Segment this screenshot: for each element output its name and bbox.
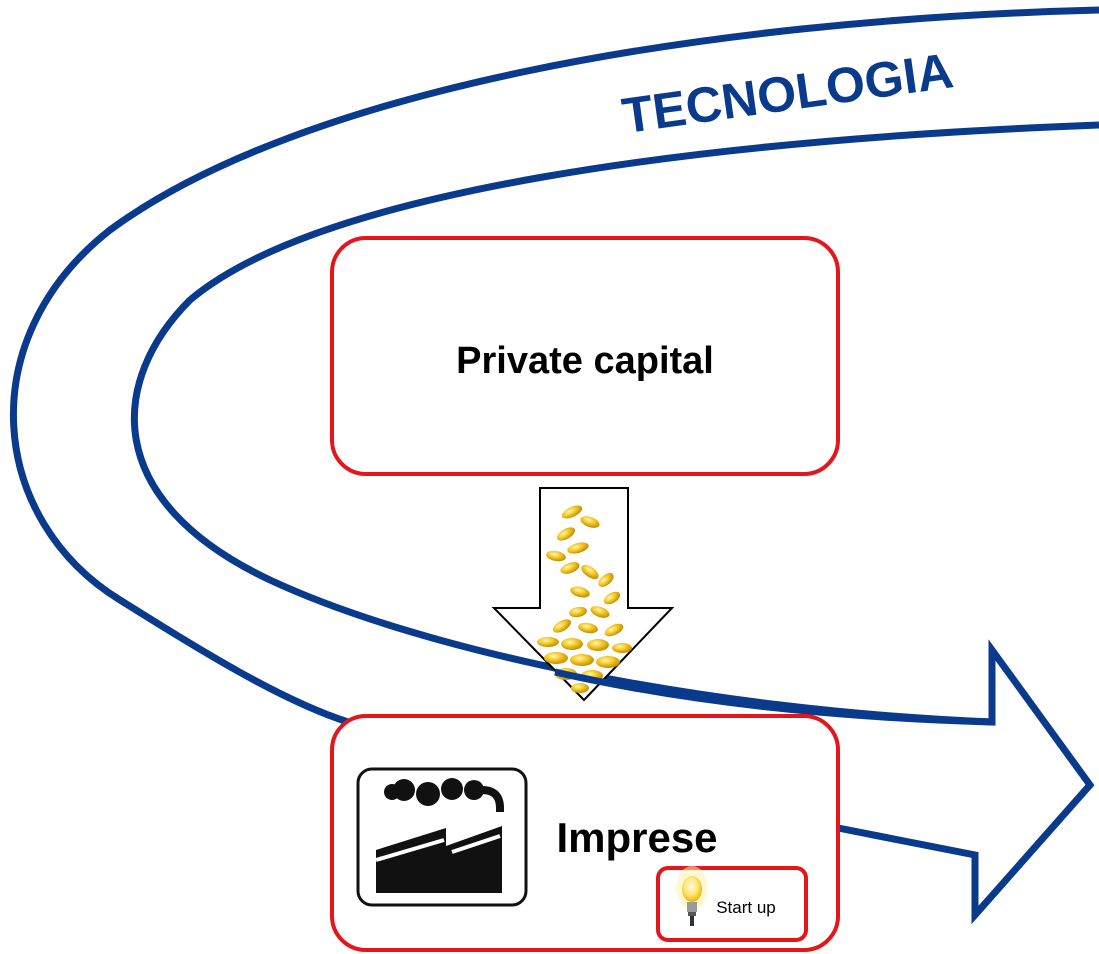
imprese-label: Imprese [556, 814, 717, 861]
light-bulb-icon [676, 866, 708, 926]
private-capital-box [330, 236, 840, 476]
private-capital-label: Private capital [456, 340, 714, 382]
technology-curve-inner-edge [554, 668, 993, 726]
factory-icon [356, 767, 528, 907]
startup-label: Start up [716, 898, 776, 917]
